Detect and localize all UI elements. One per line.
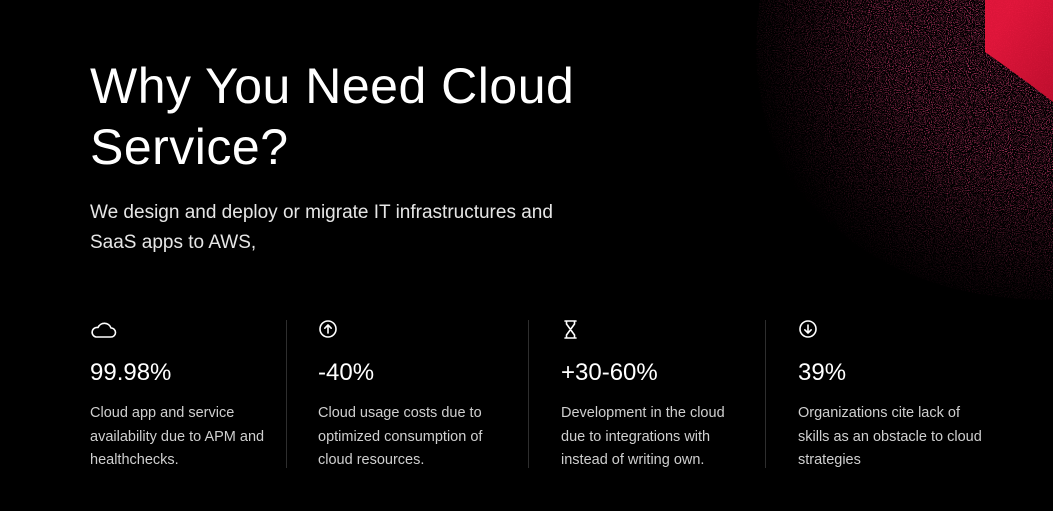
arrow-down-circle-icon — [798, 318, 826, 342]
arrow-up-circle-icon — [318, 318, 346, 342]
stats-row: 99.98% Cloud app and service availabilit… — [0, 318, 1053, 468]
stat-card: 99.98% Cloud app and service availabilit… — [90, 318, 280, 468]
stat-card: +30-60% Development in the cloud due to … — [561, 318, 751, 468]
stat-description: Cloud usage costs due to optimized consu… — [318, 405, 483, 468]
stat-description: Organizations cite lack of skills as an … — [798, 405, 982, 468]
stat-description: Cloud app and service availability due t… — [90, 405, 265, 468]
page-title: Why You Need Cloud Service? — [90, 58, 575, 175]
divider — [286, 320, 287, 468]
stat-card: -40% Cloud usage costs due to optimized … — [318, 318, 508, 468]
divider — [528, 320, 529, 468]
divider — [765, 320, 766, 468]
hourglass-icon — [561, 318, 589, 342]
stat-card: 39% Organizations cite lack of skills as… — [798, 318, 988, 468]
cloud-icon — [90, 318, 118, 342]
hero-subtitle: We design and deploy or migrate IT infra… — [90, 202, 553, 253]
stat-value: -40% — [318, 359, 375, 386]
stat-value: +30-60% — [561, 359, 658, 386]
stat-description: Development in the cloud due to integrat… — [561, 405, 725, 468]
stat-value: 99.98% — [90, 359, 172, 386]
stat-value: 39% — [798, 359, 847, 386]
